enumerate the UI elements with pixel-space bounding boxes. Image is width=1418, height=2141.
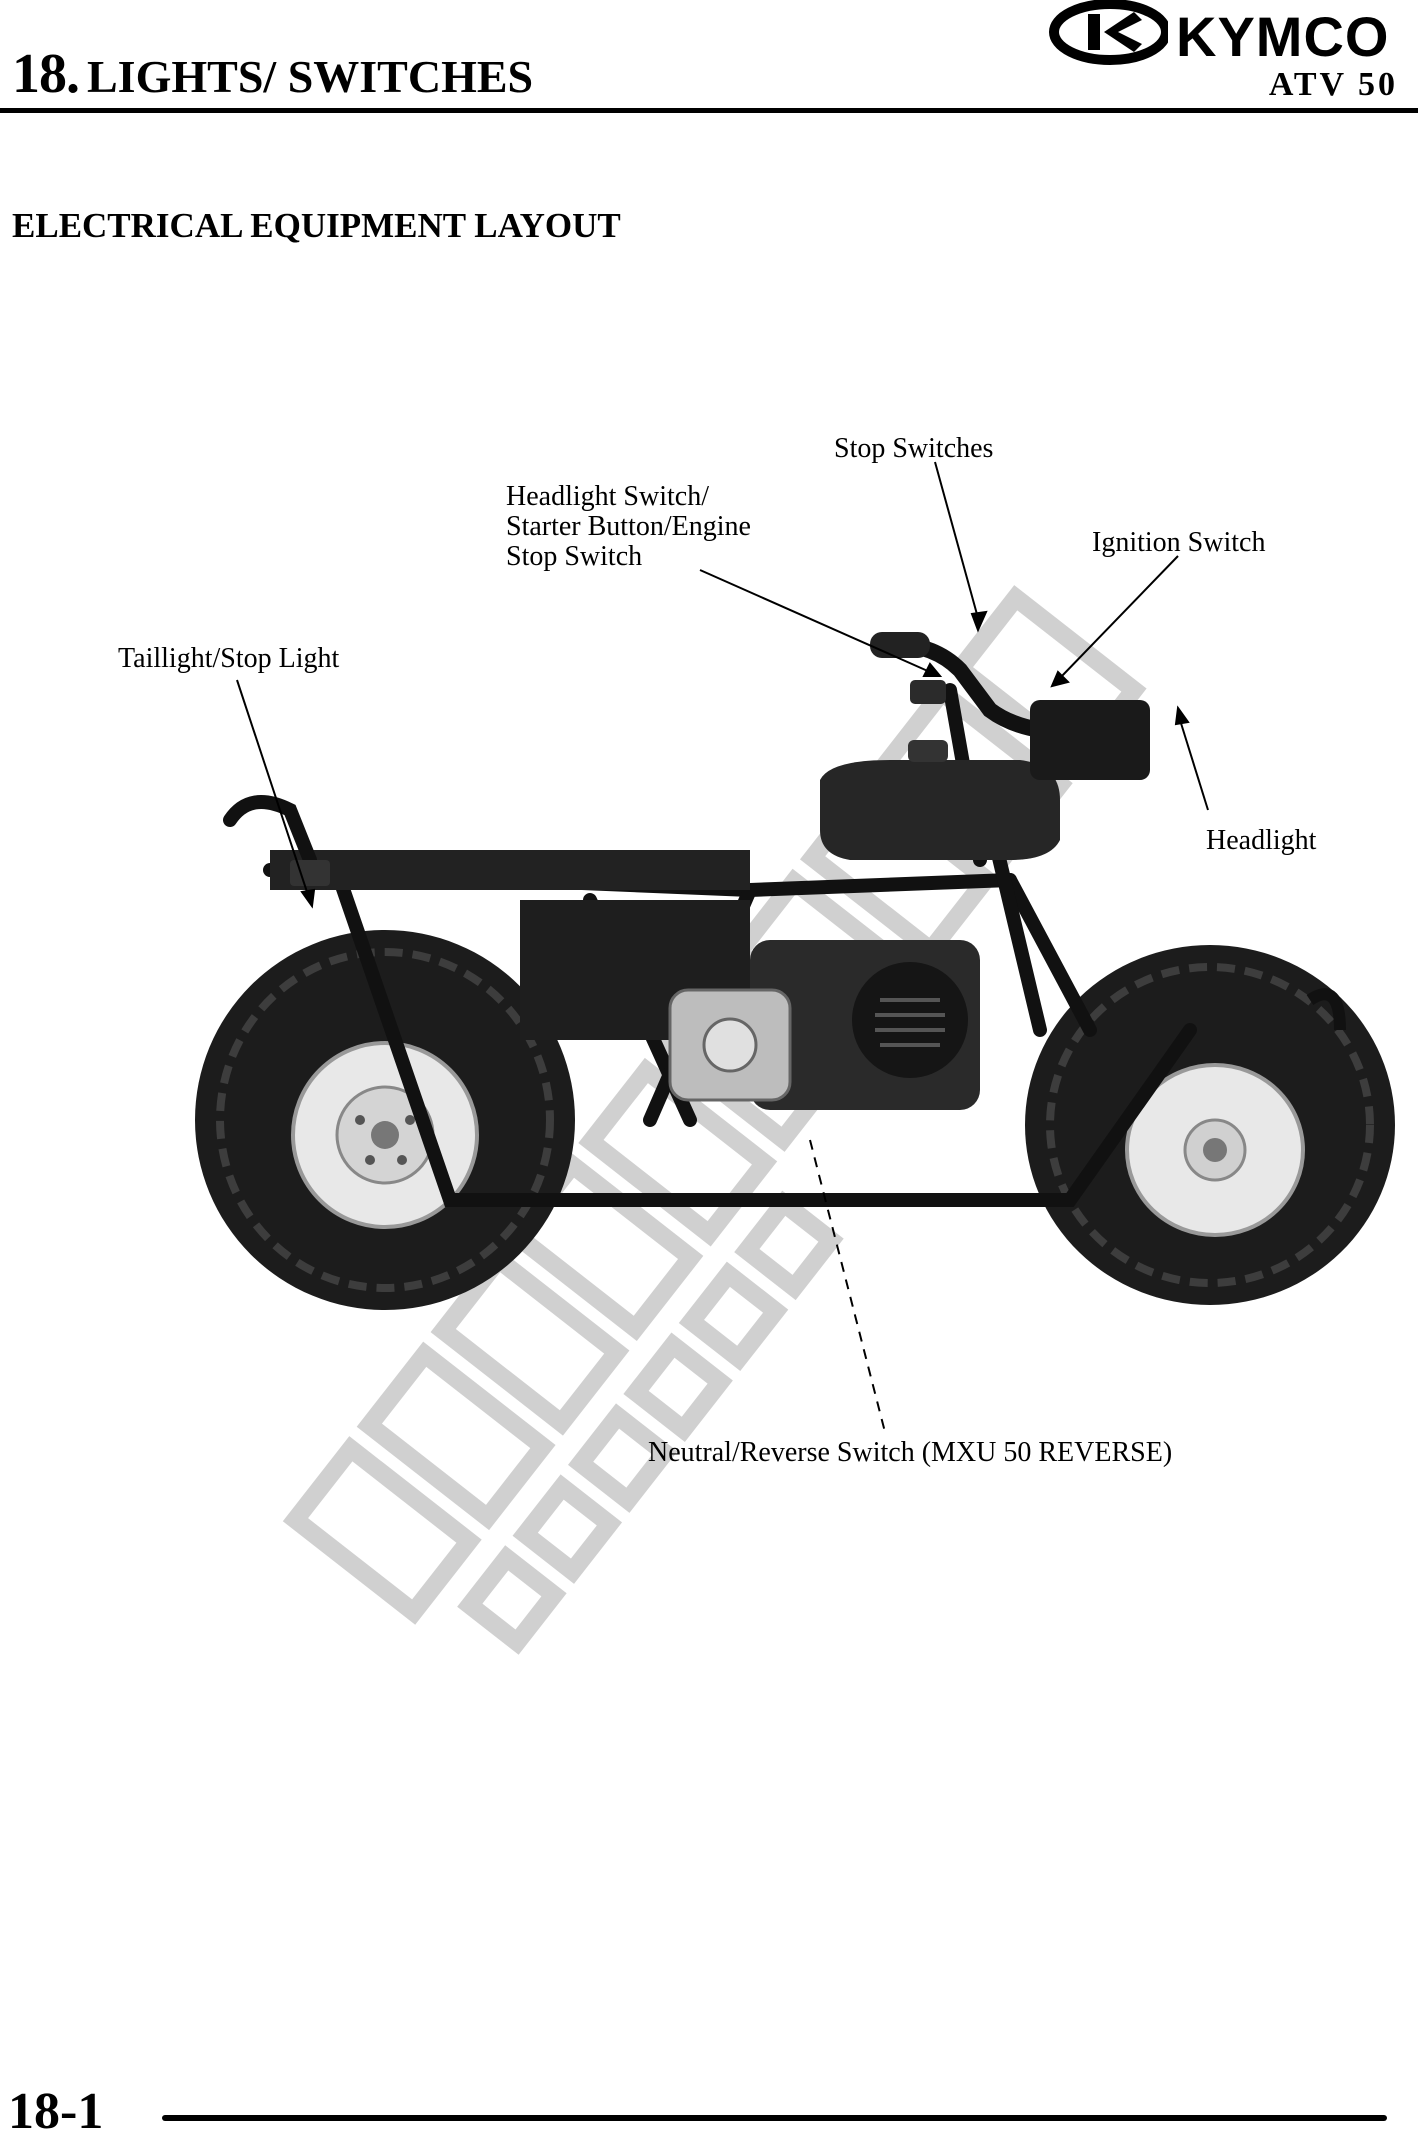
brand-header: KYMCO ATV 50 bbox=[1038, 0, 1418, 103]
fuel-tank bbox=[820, 760, 1060, 860]
brand-name: KYMCO bbox=[1176, 5, 1390, 68]
callout-taillight: Taillight/Stop Light bbox=[118, 643, 340, 674]
callout-stop-switches: Stop Switches bbox=[834, 433, 994, 464]
rear-rack bbox=[270, 850, 750, 890]
engine bbox=[668, 940, 980, 1110]
chapter-title: LIGHTS/ SWITCHES bbox=[87, 51, 534, 102]
front-wheel bbox=[1025, 945, 1395, 1305]
callout-ignition-switch: Ignition Switch bbox=[1092, 527, 1266, 558]
kymco-logo-icon bbox=[1049, 0, 1168, 65]
front-bumper bbox=[1306, 988, 1346, 1031]
atv-illustration bbox=[195, 632, 1395, 1310]
rear-wheel bbox=[195, 930, 575, 1310]
taillight bbox=[290, 860, 330, 886]
fuel-cap bbox=[908, 740, 948, 762]
model-name: ATV 50 bbox=[1268, 66, 1398, 103]
callout-headlight: Headlight bbox=[1206, 825, 1317, 856]
callout-neutral-reverse: Neutral/Reverse Switch (MXU 50 REVERSE) bbox=[648, 1437, 1173, 1468]
chapter-heading: 18.LIGHTS/ SWITCHES bbox=[12, 42, 533, 106]
footer-rule bbox=[162, 2115, 1387, 2121]
page-number: 18-1 bbox=[8, 2083, 104, 2140]
chapter-number: 18. bbox=[12, 43, 80, 105]
headlight-housing bbox=[1030, 700, 1150, 780]
callout-handlebar-switch: Headlight Switch/ Starter Button/Engine … bbox=[506, 481, 751, 572]
section-title: ELECTRICAL EQUIPMENT LAYOUT bbox=[12, 206, 621, 245]
header-rule bbox=[0, 108, 1418, 113]
